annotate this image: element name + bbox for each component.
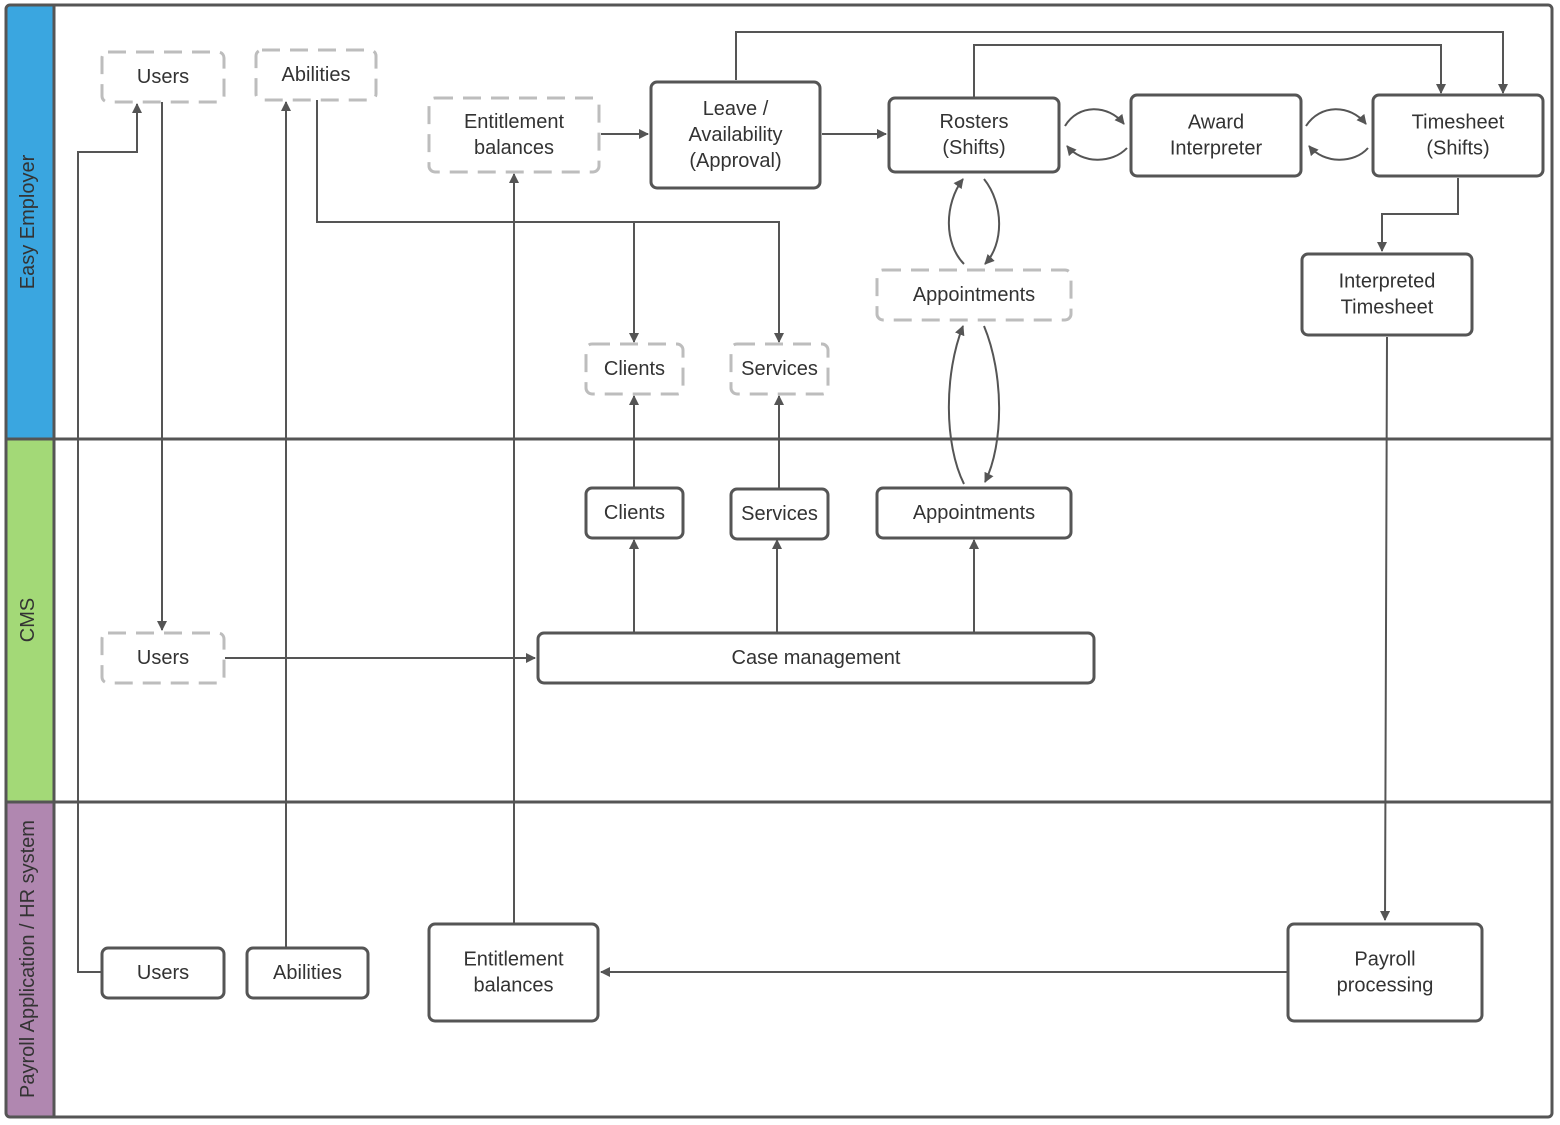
- diagram-frame: [4, 3, 1554, 1119]
- node-box: [1286, 922, 1484, 1023]
- diagram-edges: [77, 31, 1508, 977]
- node-pay-users: Users: [100, 946, 226, 1000]
- node-label: Users: [137, 647, 189, 669]
- node-label: Clients: [604, 502, 665, 524]
- node-label: Entitlement: [463, 949, 563, 971]
- node-cms-case: Case management: [536, 631, 1096, 685]
- node-cms-clients: Clients: [584, 486, 685, 540]
- node-ee-appointments: Appointments: [875, 268, 1073, 322]
- node-label: Appointments: [913, 502, 1035, 524]
- edge-cms-appointments-to-ee-appointments: [947, 325, 965, 485]
- edge-pay-users-to-ee-users: [77, 103, 142, 973]
- node-box: [1371, 93, 1545, 178]
- node-box: [427, 922, 600, 1023]
- node-label: Case management: [732, 647, 901, 669]
- node-label: Entitlement: [464, 111, 564, 133]
- node-pay-payroll: Payroll processing: [1286, 922, 1484, 1023]
- node-box: [887, 96, 1061, 174]
- edge-award-to-rosters: [1066, 145, 1128, 161]
- node-label: processing: [1337, 975, 1434, 997]
- node-label: Rosters: [940, 111, 1009, 133]
- node-label: Abilities: [273, 962, 342, 984]
- node-label: Services: [741, 503, 818, 525]
- node-box: [875, 268, 1073, 322]
- node-ee-clients: Clients: [584, 342, 685, 396]
- node-ee-services: Services: [729, 342, 830, 396]
- node-ee-leave: Leave / Availability (Approval): [649, 80, 822, 190]
- edge-ee-abilities-to-ee-services: [634, 221, 784, 343]
- node-box: [584, 342, 685, 396]
- node-label: Availability: [688, 124, 782, 146]
- edge-rosters-to-award: [1064, 108, 1125, 127]
- edge-rosters-to-appointments: [983, 178, 1001, 265]
- node-cms-users: Users: [100, 631, 226, 685]
- node-label: (Shifts): [1426, 138, 1489, 160]
- node-label: Clients: [604, 358, 665, 380]
- node-label: Interpreted: [1339, 271, 1436, 293]
- node-label: (Approval): [689, 150, 781, 172]
- lane-label-cms: CMS: [17, 598, 39, 642]
- node-box: [1300, 252, 1474, 337]
- edge-ee-appointments-to-cms-appointments: [983, 325, 1001, 483]
- node-box: [729, 342, 830, 396]
- node-label: Services: [741, 358, 818, 380]
- node-ee-entitlement: Entitlement balances: [427, 96, 601, 174]
- node-box: [427, 96, 601, 174]
- node-label: Leave /: [703, 98, 769, 120]
- node-box: [536, 631, 1096, 685]
- node-label: (Shifts): [942, 137, 1005, 159]
- node-pay-entitlement: Entitlement balances: [427, 922, 600, 1023]
- node-label: Users: [137, 962, 189, 984]
- node-label: Timesheet: [1341, 297, 1434, 319]
- node-box: [584, 486, 685, 540]
- node-box: [729, 487, 830, 541]
- node-ee-abilities: Abilities: [254, 48, 378, 102]
- lane-band-cms: [6, 439, 54, 802]
- node-cms-appointments: Appointments: [875, 486, 1073, 540]
- node-box: [100, 50, 226, 104]
- edge-interpreted-to-payroll: [1380, 336, 1391, 921]
- edge-leave-to-timesheet: [735, 31, 1508, 94]
- edge-timesheet-to-interpreted: [1377, 178, 1459, 252]
- node-label: Users: [137, 66, 189, 88]
- node-box: [254, 48, 378, 102]
- lane-label-easy-employer: Easy Employer: [17, 154, 39, 289]
- node-box: [245, 946, 370, 1000]
- lane-band-easy-employer: [6, 5, 54, 439]
- lane-band-payroll: [6, 802, 54, 1117]
- edge-appointments-to-rosters: [947, 178, 965, 265]
- node-label: Payroll: [1354, 949, 1415, 971]
- node-cms-services: Services: [729, 487, 830, 541]
- node-label: Timesheet: [1412, 112, 1505, 134]
- lane-label-payroll: Payroll Application / HR system: [17, 820, 39, 1098]
- edge-ee-abilities-to-ee-clients: [316, 100, 639, 343]
- node-label: Interpreter: [1170, 138, 1263, 160]
- node-label: balances: [474, 137, 554, 159]
- node-ee-users: Users: [100, 50, 226, 104]
- node-box: [875, 486, 1073, 540]
- node-ee-rosters: Rosters (Shifts): [887, 96, 1061, 174]
- node-label: Appointments: [913, 284, 1035, 306]
- node-label: Abilities: [282, 64, 351, 86]
- node-label: Award: [1188, 112, 1244, 134]
- node-box: [100, 946, 226, 1000]
- edge-rosters-to-timesheet: [973, 44, 1446, 97]
- edge-award-to-timesheet: [1305, 108, 1367, 127]
- node-label: balances: [473, 975, 553, 997]
- node-pay-abilities: Abilities: [245, 946, 370, 1000]
- node-ee-timesheet: Timesheet (Shifts): [1371, 93, 1545, 178]
- edge-timesheet-to-award: [1308, 145, 1369, 161]
- node-box: [649, 80, 822, 190]
- node-box: [1129, 93, 1303, 178]
- node-box: [100, 631, 226, 685]
